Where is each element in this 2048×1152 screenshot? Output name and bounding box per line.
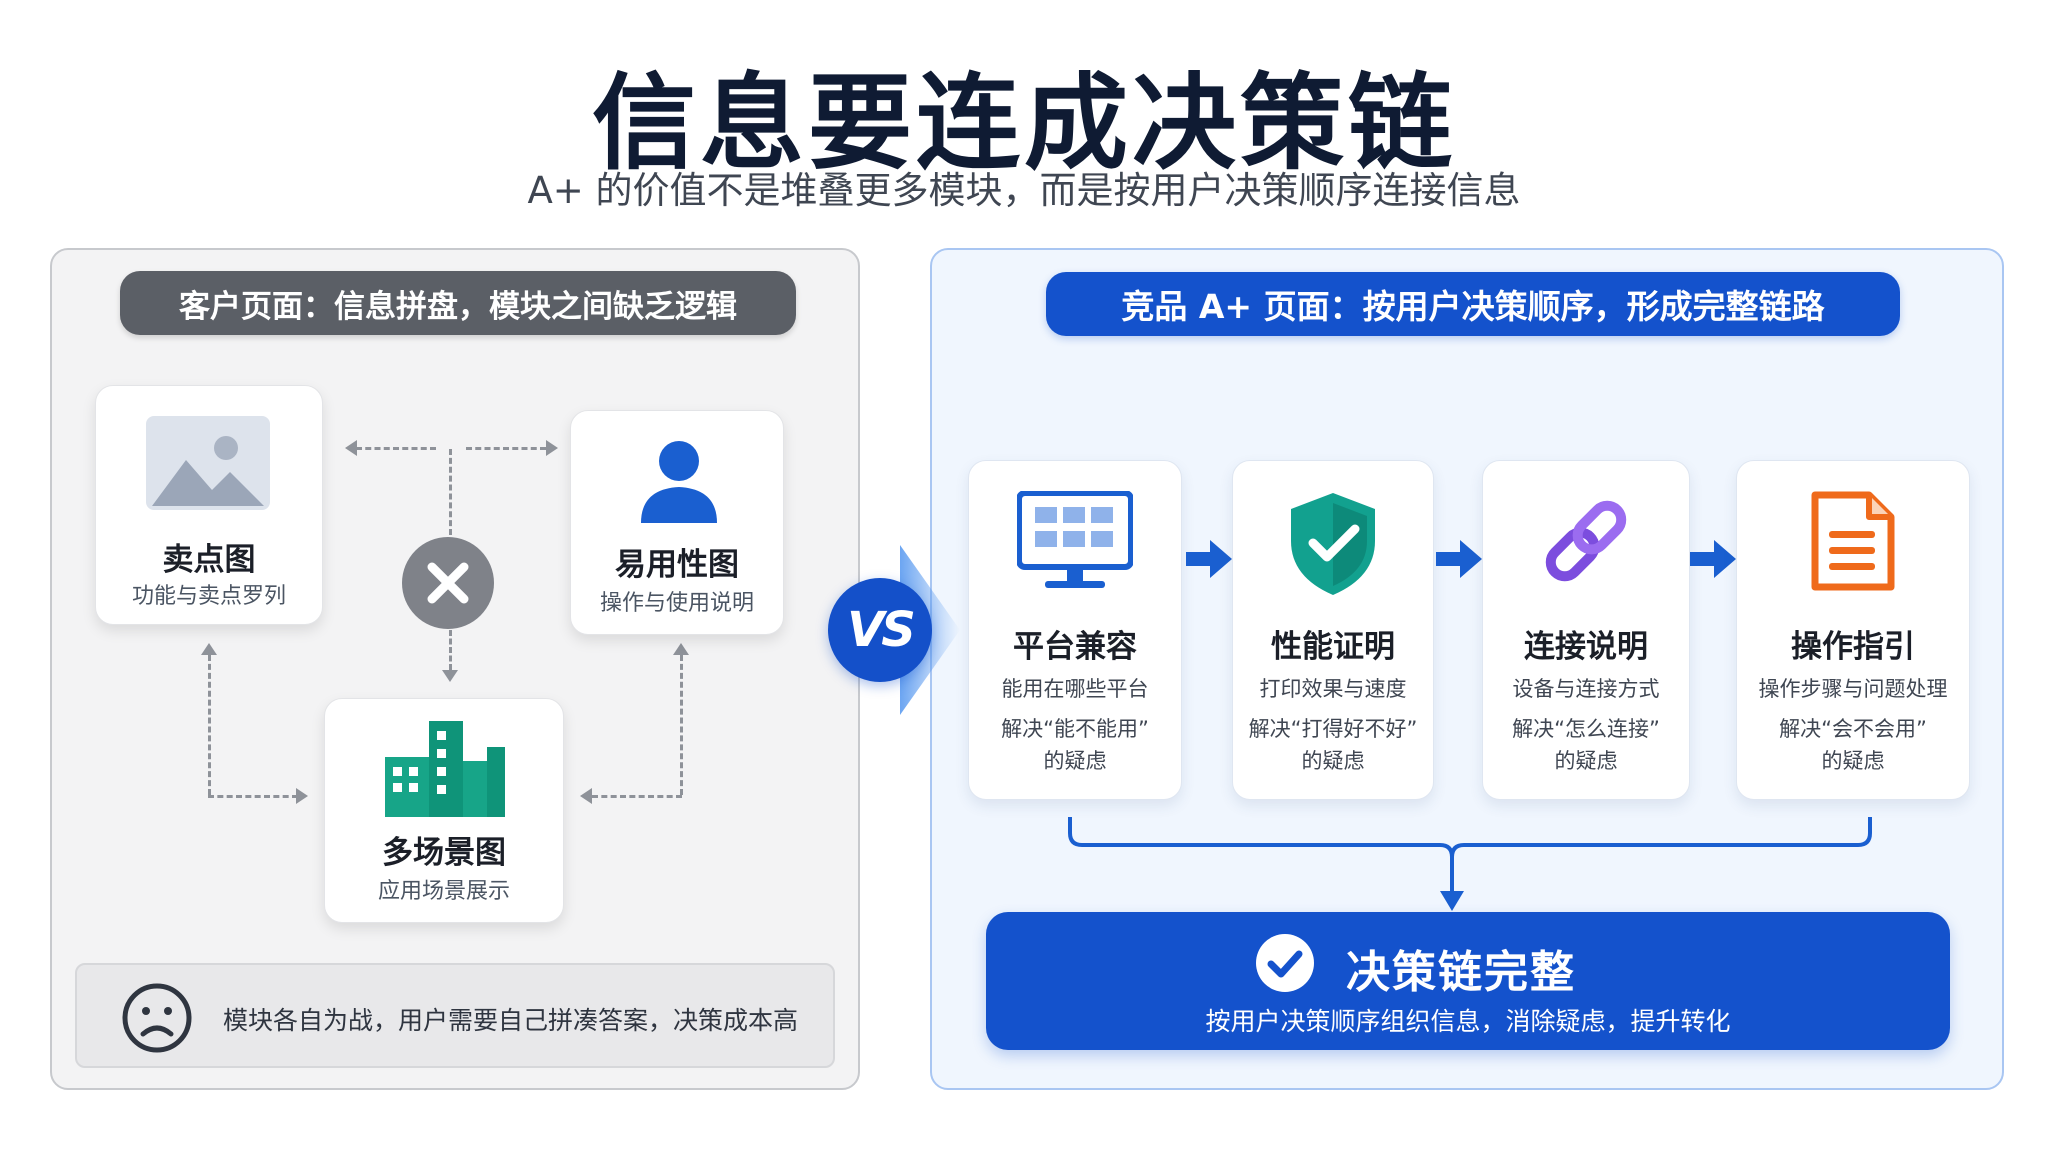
- arrow-right-icon: [546, 440, 558, 456]
- step-resolve: 解决“打得好不好” 的疑虑: [1248, 717, 1418, 773]
- connector-right-vertical: [680, 655, 683, 795]
- card-usability: 易用性图 操作与使用说明: [570, 410, 784, 635]
- document-icon: [1811, 491, 1895, 591]
- flow-arrow-icon: [1436, 540, 1482, 578]
- card-title: 易用性图: [615, 547, 739, 583]
- connector-top-left: [356, 447, 436, 450]
- arrow-left-icon: [580, 788, 592, 804]
- connector-center-down: [449, 630, 452, 670]
- step-resolve: 解决“怎么连接” 的疑虑: [1512, 717, 1660, 773]
- connector-right-horizontal: [592, 795, 682, 798]
- arrow-right-icon: [296, 788, 308, 804]
- step-operation-guide: 操作指引 操作步骤与问题处理 解决“会不会用” 的疑虑: [1736, 460, 1970, 800]
- buildings-icon: [385, 721, 505, 817]
- step-desc: 设备与连接方式: [1512, 677, 1660, 701]
- card-scenarios: 多场景图 应用场景展示: [324, 698, 564, 923]
- vs-badge: VS: [828, 578, 932, 682]
- person-icon: [641, 441, 717, 523]
- shield-check-icon: [1291, 493, 1375, 595]
- step-desc: 能用在哪些平台: [1001, 677, 1149, 701]
- connector-center-up: [449, 449, 452, 535]
- card-desc: 功能与卖点罗列: [131, 584, 286, 609]
- connector-left-horizontal: [208, 795, 298, 798]
- connector-top-right: [466, 447, 546, 450]
- step-desc: 打印效果与速度: [1259, 677, 1407, 701]
- result-title: 决策链完整: [1346, 947, 1576, 998]
- merge-brace: [1068, 817, 1872, 911]
- monitor-icon: [1017, 491, 1133, 588]
- page-subtitle: A+ 的价值不是堆叠更多模块，而是按用户决策顺序连接信息: [527, 169, 1521, 212]
- step-desc: 操作步骤与问题处理: [1758, 677, 1948, 701]
- step-resolve: 解决“会不会用” 的疑虑: [1779, 717, 1927, 773]
- warning-bar: 模块各自为战，用户需要自己拼凑答案，决策成本高: [75, 963, 835, 1068]
- connector-left-vertical: [208, 655, 211, 795]
- arrow-down-icon: [442, 670, 458, 682]
- card-title: 卖点图: [162, 542, 256, 578]
- warning-text: 模块各自为战，用户需要自己拼凑答案，决策成本高: [223, 1006, 799, 1035]
- image-icon: [146, 416, 270, 510]
- result-banner: 决策链完整 按用户决策顺序组织信息，消除疑虑，提升转化: [986, 912, 1950, 1050]
- step-title: 性能证明: [1271, 629, 1395, 665]
- card-desc: 应用场景展示: [377, 879, 510, 904]
- flow-arrow-icon: [1186, 540, 1232, 578]
- arrow-up-icon: [201, 643, 217, 655]
- step-performance: 性能证明 打印效果与速度 解决“打得好不好” 的疑虑: [1232, 460, 1434, 800]
- page-title: 信息要连成决策链: [591, 62, 1456, 184]
- step-title: 操作指引: [1791, 629, 1915, 665]
- card-title: 多场景图: [382, 835, 506, 871]
- step-connection: 连接说明 设备与连接方式 解决“怎么连接” 的疑虑: [1482, 460, 1690, 800]
- flow-arrow-icon: [1690, 540, 1736, 578]
- sad-face-icon: [122, 983, 192, 1053]
- card-desc: 操作与使用说明: [599, 591, 754, 616]
- step-resolve: 解决“能不能用” 的疑虑: [1001, 717, 1149, 773]
- right-panel-title: 竞品 A+ 页面：按用户决策顺序，形成完整链路: [1046, 272, 1900, 336]
- disconnected-icon: [402, 537, 494, 629]
- card-selling-points: 卖点图 功能与卖点罗列: [95, 385, 323, 625]
- check-circle-icon: [1256, 934, 1314, 992]
- arrow-up-icon: [673, 643, 689, 655]
- left-panel-title: 客户页面：信息拼盘，模块之间缺乏逻辑: [120, 271, 796, 335]
- step-title: 平台兼容: [1013, 629, 1137, 665]
- result-desc: 按用户决策顺序组织信息，消除疑虑，提升转化: [1205, 1007, 1731, 1036]
- step-title: 连接说明: [1524, 629, 1648, 665]
- link-icon: [1545, 500, 1627, 582]
- arrow-left-icon: [345, 440, 357, 456]
- step-platform-compat: 平台兼容 能用在哪些平台 解决“能不能用” 的疑虑: [968, 460, 1182, 800]
